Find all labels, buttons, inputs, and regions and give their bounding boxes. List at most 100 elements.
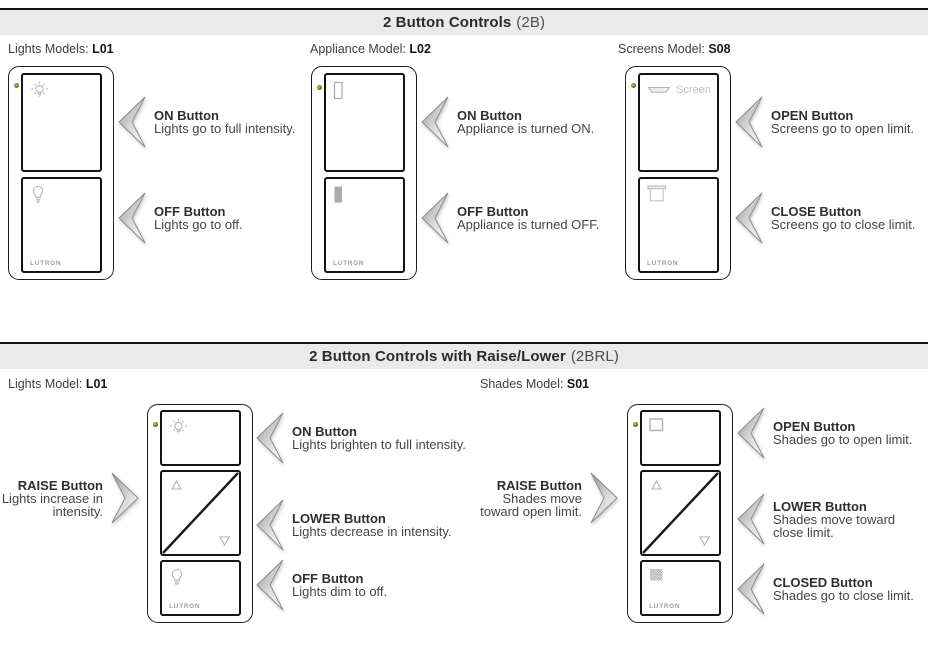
on-bar-outline-icon [333, 81, 343, 100]
model-label-appliance-2b: Appliance Model: L02 [310, 42, 431, 56]
callout-arrow-left-icon [735, 192, 763, 244]
shades-open-button [640, 410, 721, 466]
lutron-logo: LUTRON [333, 260, 365, 267]
lights-on-button [160, 410, 241, 466]
pico-remote-lights-2b: LUTRON [8, 66, 114, 280]
callout-arrow-left-icon [256, 499, 284, 551]
led-indicator [14, 83, 19, 88]
model-label-shades-2brl: Shades Model: S01 [480, 377, 590, 391]
screens-close-button: LUTRON [638, 177, 719, 273]
callout-desc: Appliance is turned ON. [457, 121, 595, 136]
callout-desc: toward open limit. [480, 503, 582, 519]
callout-lights-off: OFF Button Lights go to off. [118, 192, 243, 244]
callout-title: ON Button [457, 108, 522, 123]
off-bar-solid-icon [334, 186, 342, 203]
callout-desc: Shades move toward [773, 511, 896, 527]
lower-triangle-icon [219, 536, 230, 546]
raise-triangle-icon [171, 480, 182, 490]
bulb-rays-icon [170, 418, 187, 434]
callout-desc: Lights go to full intensity. [154, 121, 296, 136]
rocker-diagonal-divider [162, 472, 239, 554]
callout-screens-close: CLOSE Button Screens go to close limit. [735, 192, 916, 244]
screen-lowered-icon [647, 185, 667, 202]
callout-arrow-left-icon [256, 559, 284, 611]
callout-title: ON Button [154, 108, 219, 123]
callout-desc: Lights dim to off. [292, 584, 388, 599]
callout-shades-open: OPEN Button Shades go to open limit. [737, 407, 912, 459]
appliance-off-button: LUTRON [324, 177, 405, 273]
callout-arrow-left-icon [118, 192, 146, 244]
raise-lower-rocker [160, 470, 241, 556]
lower-triangle-icon [699, 536, 710, 546]
section2-title: 2 Button Controls with Raise/Lower [309, 348, 566, 365]
callout-lights-off: OFF Button Lights dim to off. [256, 559, 387, 611]
pico-remote-shades-2brl: LUTRON [627, 404, 733, 623]
led-indicator [631, 83, 636, 88]
callout-title: RAISE Button [496, 477, 582, 493]
callout-title: OFF Button [292, 571, 364, 586]
led-indicator [317, 85, 322, 90]
bulb-icon [171, 568, 183, 585]
callout-desc: Shades move [502, 490, 583, 506]
closed-fabric-icon [650, 569, 663, 581]
section1-header: 2 Button Controls (2B) [0, 10, 928, 35]
callout-desc: Shades go to close limit. [773, 588, 914, 603]
callout-lights-lower: LOWER Button Lights decrease in intensit… [256, 499, 451, 551]
lights-off-button: LUTRON [21, 177, 102, 273]
screen-button-label: Screen [676, 84, 711, 96]
callout-lights-on: ON Button Lights brighten to full intens… [256, 412, 466, 464]
model-label-lights-2brl: Lights Model: L01 [8, 377, 108, 391]
callout-arrow-left-icon [118, 96, 146, 148]
screen-housing-icon [647, 87, 671, 93]
model-label-screens-2b: Screens Model: S08 [618, 42, 731, 56]
callout-arrow-left-icon [737, 407, 765, 459]
callout-title: OPEN Button [771, 108, 854, 123]
callout-desc: Lights decrease in intensity. [292, 524, 452, 539]
pico-remote-lights-2brl: LUTRON [147, 404, 253, 623]
callout-arrow-left-icon [421, 96, 449, 148]
model-label-lights-2b: Lights Models: L01 [8, 42, 114, 56]
callout-lights-raise: RAISE Button Lights increase in intensit… [2, 472, 139, 524]
callout-arrow-right-icon [590, 472, 618, 524]
callout-shades-raise: RAISE Button Shades move toward open lim… [470, 472, 618, 524]
callout-desc: Lights increase in [1, 490, 103, 506]
callout-title: OFF Button [154, 204, 226, 219]
pico-remote-appliance-2b: LUTRON [311, 66, 417, 280]
callout-shades-closed: CLOSED Button Shades go to close limit. [737, 563, 914, 615]
lutron-logo: LUTRON [649, 603, 681, 610]
callout-desc: Lights brighten to full intensity. [292, 437, 466, 452]
lutron-logo: LUTRON [169, 603, 201, 610]
callout-title: RAISE Button [17, 477, 103, 493]
callout-title: LOWER Button [292, 511, 386, 526]
lutron-logo: LUTRON [30, 260, 62, 267]
pico-remote-screens-2b: Screen LUTRON [625, 66, 731, 280]
callout-lights-on: ON Button Lights go to full intensity. [118, 96, 295, 148]
callout-arrow-left-icon [421, 192, 449, 244]
lights-on-button [21, 73, 102, 172]
section2-title-suffix: (2BRL) [570, 348, 619, 365]
callout-title: OPEN Button [773, 419, 856, 434]
section1-title: 2 Button Controls [382, 14, 512, 31]
raise-lower-rocker [640, 470, 721, 556]
lutron-logo: LUTRON [647, 260, 679, 267]
appliance-on-button [324, 73, 405, 172]
callout-arrow-left-icon [256, 412, 284, 464]
callout-title: LOWER Button [773, 498, 867, 514]
callout-arrow-left-icon [737, 563, 765, 615]
callout-desc: Lights go to off. [154, 217, 243, 232]
bulb-rays-icon [31, 81, 48, 97]
callout-desc: Screens go to open limit. [771, 121, 915, 136]
callout-screens-open: OPEN Button Screens go to open limit. [735, 96, 914, 148]
raise-triangle-icon [651, 480, 662, 490]
callout-title: CLOSED Button [773, 575, 873, 590]
callout-arrow-left-icon [737, 493, 765, 545]
open-square-icon [649, 418, 664, 432]
callout-shades-lower: LOWER Button Shades move toward close li… [737, 493, 895, 545]
screens-open-button: Screen [638, 73, 719, 172]
callout-arrow-right-icon [111, 472, 139, 524]
section1-title-suffix: (2B) [516, 14, 546, 31]
callout-title: ON Button [292, 424, 357, 439]
callout-desc: intensity. [52, 503, 103, 519]
callout-appliance-on: ON Button Appliance is turned ON. [421, 96, 594, 148]
